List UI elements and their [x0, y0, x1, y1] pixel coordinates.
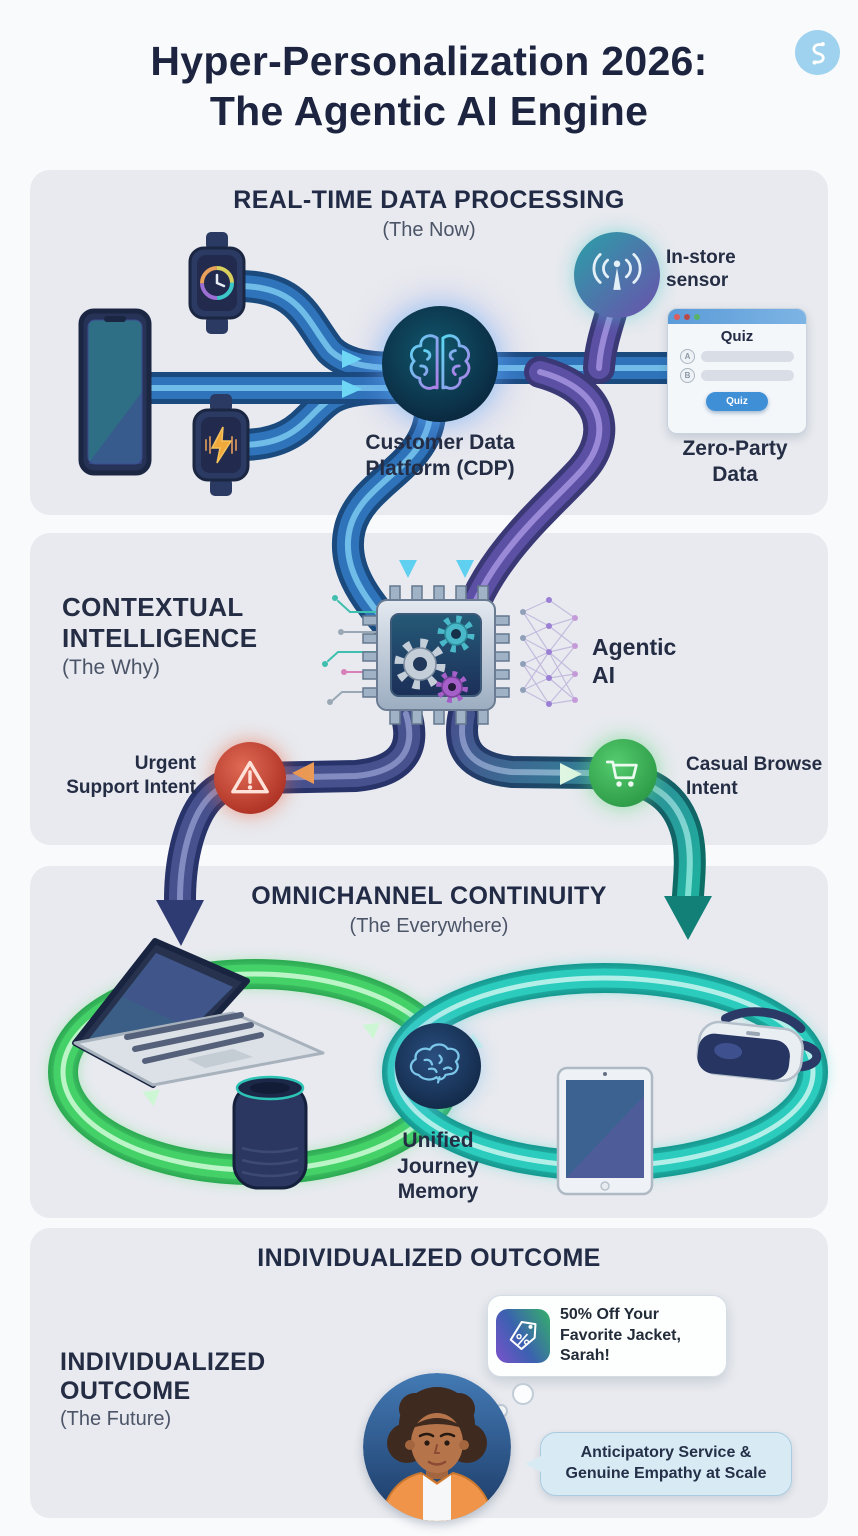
cdp-label: Customer Data Platform (CDP)	[365, 431, 515, 481]
outcome-side-label: INDIVIDUALIZED OUTCOME (The Future)	[60, 1348, 266, 1430]
tablet-icon	[556, 1066, 656, 1203]
laptop-icon	[35, 935, 335, 1140]
agentic-ai-label: Agentic AI	[592, 634, 677, 688]
urgent-alert-node	[214, 742, 286, 814]
section-omnichannel-subtitle: (The Everywhere)	[349, 915, 509, 937]
window-close-icon[interactable]	[674, 313, 680, 320]
warning-icon	[231, 760, 269, 794]
smartwatch-clock-icon	[186, 230, 248, 341]
sensor-antenna-icon	[592, 253, 642, 290]
quiz-window: Quiz A B Quiz	[667, 308, 807, 434]
smartwatch-energy-icon	[190, 392, 252, 503]
speech-bubble: Anticipatory Service & Genuine Empathy a…	[525, 1432, 792, 1496]
sensor-label: In-store sensor	[666, 247, 736, 292]
casual-browse-node	[589, 739, 657, 807]
urgent-intent-label: Urgent Support Intent	[66, 753, 196, 798]
customer-avatar	[363, 1373, 511, 1521]
offer-notification-card: 50% Off Your Favorite Jacket, Sarah!	[487, 1295, 727, 1377]
brain-icon	[409, 334, 471, 390]
page-title-line2: The Agentic AI Engine	[209, 88, 649, 135]
quiz-option-a[interactable]: A	[680, 349, 794, 364]
casual-intent-label: Casual Browse Intent	[686, 754, 823, 799]
page-title-line1: Hyper-Personalization 2026:	[150, 38, 708, 84]
journey-memory-node	[395, 1023, 481, 1109]
option-a-field[interactable]	[701, 351, 794, 362]
shopping-cart-icon	[605, 760, 638, 787]
window-maximize-icon[interactable]	[694, 313, 700, 320]
section-realtime-subtitle: (The Now)	[382, 219, 476, 241]
offer-text: 50% Off Your Favorite Jacket, Sarah!	[560, 1306, 681, 1365]
cdp-brain-node	[382, 306, 498, 422]
brand-logo-icon	[812, 41, 825, 65]
speech-line1: Anticipatory Service &	[580, 1444, 752, 1462]
quiz-submit-button[interactable]: Quiz	[706, 392, 768, 411]
vr-headset-icon	[686, 1002, 826, 1111]
section-realtime-title: REAL-TIME DATA PROCESSING	[233, 186, 625, 214]
speech-bubble-tail	[525, 1455, 543, 1473]
discount-tag-icon	[496, 1309, 550, 1363]
quiz-option-b[interactable]: B	[680, 368, 794, 383]
zero-party-label: Zero-Party Data	[682, 437, 788, 487]
section-omnichannel-title: OMNICHANNEL CONTINUITY	[251, 882, 607, 910]
thought-bubble-dot	[512, 1383, 534, 1405]
quiz-titlebar	[668, 309, 806, 324]
smartphone-icon	[78, 308, 152, 481]
memory-label: Unified Journey Memory	[397, 1129, 479, 1204]
quiz-title: Quiz	[720, 328, 754, 345]
section-outcome-title: INDIVIDUALIZED OUTCOME	[257, 1244, 601, 1272]
instore-sensor-node	[574, 232, 660, 318]
brand-logo	[795, 30, 840, 75]
section-contextual-title: CONTEXTUAL INTELLIGENCE (The Why)	[62, 592, 258, 679]
option-b-badge: B	[680, 368, 695, 383]
memory-brain-icon	[409, 1043, 460, 1084]
option-b-field[interactable]	[701, 370, 794, 381]
page-title: Hyper-Personalization 2026: The Agentic …	[0, 36, 858, 136]
option-a-badge: A	[680, 349, 695, 364]
window-minimize-icon[interactable]	[684, 313, 690, 320]
smart-speaker-icon	[230, 1070, 310, 1205]
speech-line2: Genuine Empathy at Scale	[565, 1465, 767, 1482]
